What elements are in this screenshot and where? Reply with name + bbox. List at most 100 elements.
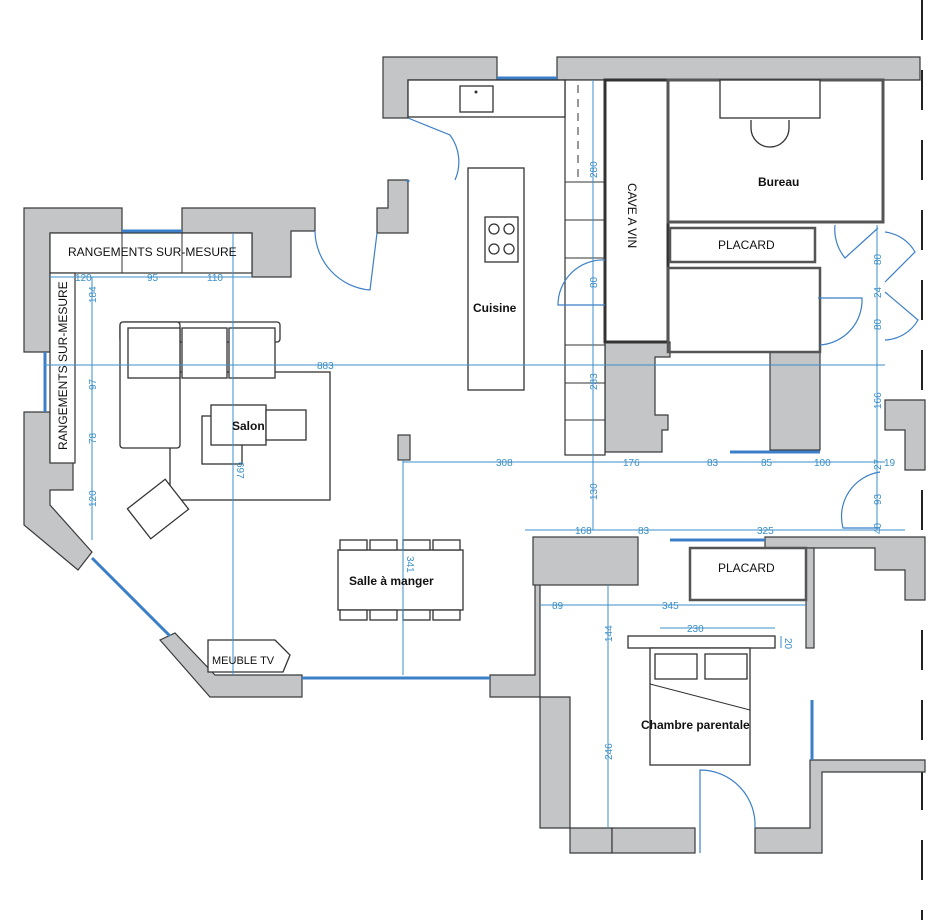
room-cuisine: Cuisine <box>473 301 517 315</box>
chair <box>402 609 431 621</box>
dim-label: 85 <box>761 458 773 469</box>
pillow <box>704 653 748 680</box>
dim-label: 697 <box>234 462 245 479</box>
dining-furniture <box>337 434 464 621</box>
kitchen-furniture <box>407 79 566 391</box>
wall-block-kitchen <box>604 341 671 453</box>
dim-label: 97 <box>88 378 99 390</box>
chair <box>432 539 461 551</box>
dim-label: 80 <box>873 318 884 330</box>
dim-label: 308 <box>496 458 513 469</box>
dim-label: 883 <box>317 361 334 372</box>
dim-label: 80 <box>589 276 600 288</box>
dim-label: 95 <box>147 273 159 284</box>
dining-table <box>337 549 464 611</box>
dim-label: 24 <box>873 286 884 298</box>
dim-label: 166 <box>873 392 884 409</box>
dimension-labels: 120 95 110 184 97 78 120 883 697 341 280… <box>75 161 896 760</box>
desk <box>719 79 821 119</box>
dim-label: 246 <box>604 743 615 760</box>
door-cave <box>557 259 606 306</box>
cabinet-shelves <box>565 181 605 421</box>
dim-label: 144 <box>604 625 615 642</box>
tv-cabinet <box>207 639 291 673</box>
dim-label: 345 <box>662 601 679 612</box>
cooktop-icon <box>484 216 519 263</box>
dim-label: 176 <box>623 458 640 469</box>
dim-label: 120 <box>88 490 99 507</box>
burner-icon <box>488 223 500 235</box>
dim-label: 130 <box>589 483 600 500</box>
dim-label: 20 <box>782 638 793 650</box>
dim-label: 325 <box>757 526 774 537</box>
armchair <box>126 478 190 540</box>
bedroom-furniture <box>627 635 776 766</box>
sofa-cushion <box>228 327 276 379</box>
chair <box>402 539 431 551</box>
dim-label: 280 <box>589 161 600 178</box>
dim-label: 341 <box>404 556 415 573</box>
tap-icon <box>474 90 478 94</box>
kitchen-tall-cabinets <box>564 79 606 456</box>
wall-tv <box>159 632 303 698</box>
dimension-lines <box>45 80 905 828</box>
wall-block-hall <box>769 351 821 451</box>
headboard <box>627 635 776 649</box>
dim-label: 110 <box>207 273 223 284</box>
door-right-a <box>884 231 916 283</box>
doors <box>314 117 919 853</box>
burner-icon <box>488 243 500 255</box>
door-right-b <box>884 291 919 341</box>
wall-bottom-a <box>611 827 696 854</box>
meuble-tv-label: MEUBLE TV <box>212 655 275 667</box>
labels: RANGEMENTS SUR-MESURE RANGEMENTS SUR-MES… <box>56 175 799 732</box>
wall-block-bedroom <box>532 536 639 586</box>
dim-label: 120 <box>75 273 92 284</box>
placard-bureau <box>668 226 817 264</box>
wall-bottom-b <box>754 759 926 854</box>
chair <box>339 539 368 551</box>
wall-bedroom-left <box>489 539 613 854</box>
cave-a-vin-room <box>603 78 670 344</box>
room-chambre-parentale: Chambre parentale <box>641 718 750 732</box>
dim-label: 184 <box>88 286 99 303</box>
dim-label: 83 <box>707 458 719 469</box>
door-entrance <box>840 471 881 529</box>
dim-label: 80 <box>873 253 884 265</box>
dim-label: 40 <box>873 522 884 534</box>
bed-cover-fold <box>649 683 751 711</box>
door-bureau <box>834 224 879 259</box>
room-salon: Salon <box>232 419 265 433</box>
dim-label: 83 <box>638 526 650 537</box>
coffee-table-extension <box>265 409 307 441</box>
sink-icon <box>459 85 494 113</box>
dim-label: 100 <box>814 458 831 469</box>
chair <box>432 609 461 621</box>
kitchen-island <box>467 167 525 391</box>
sofa-cushion <box>127 327 181 379</box>
chair <box>339 609 368 621</box>
placard-chambre-label: PLACARD <box>718 561 775 575</box>
door-kitchen <box>407 117 460 181</box>
window <box>90 556 172 638</box>
dim-label: 93 <box>873 493 884 505</box>
chair <box>369 609 398 621</box>
pillar <box>397 434 411 461</box>
interior-walls <box>49 78 885 602</box>
pillow <box>654 653 698 680</box>
room-salle-a-manger: Salle à manger <box>349 574 434 588</box>
door-living <box>314 230 378 291</box>
burner-icon <box>503 243 515 255</box>
windows <box>43 76 820 760</box>
rangements-left-cabinet <box>49 272 76 464</box>
placard-chambre <box>688 546 808 602</box>
rangements-left-label: RANGEMENTS SUR-MESURE <box>56 281 70 450</box>
dim-label: 78 <box>88 432 99 444</box>
wall-top <box>556 56 921 81</box>
bureau-furniture <box>719 79 821 148</box>
wall-column <box>376 179 409 234</box>
dim-label: 27 <box>873 458 884 470</box>
dim-label: 19 <box>884 458 896 469</box>
wall-right-column <box>884 399 926 471</box>
